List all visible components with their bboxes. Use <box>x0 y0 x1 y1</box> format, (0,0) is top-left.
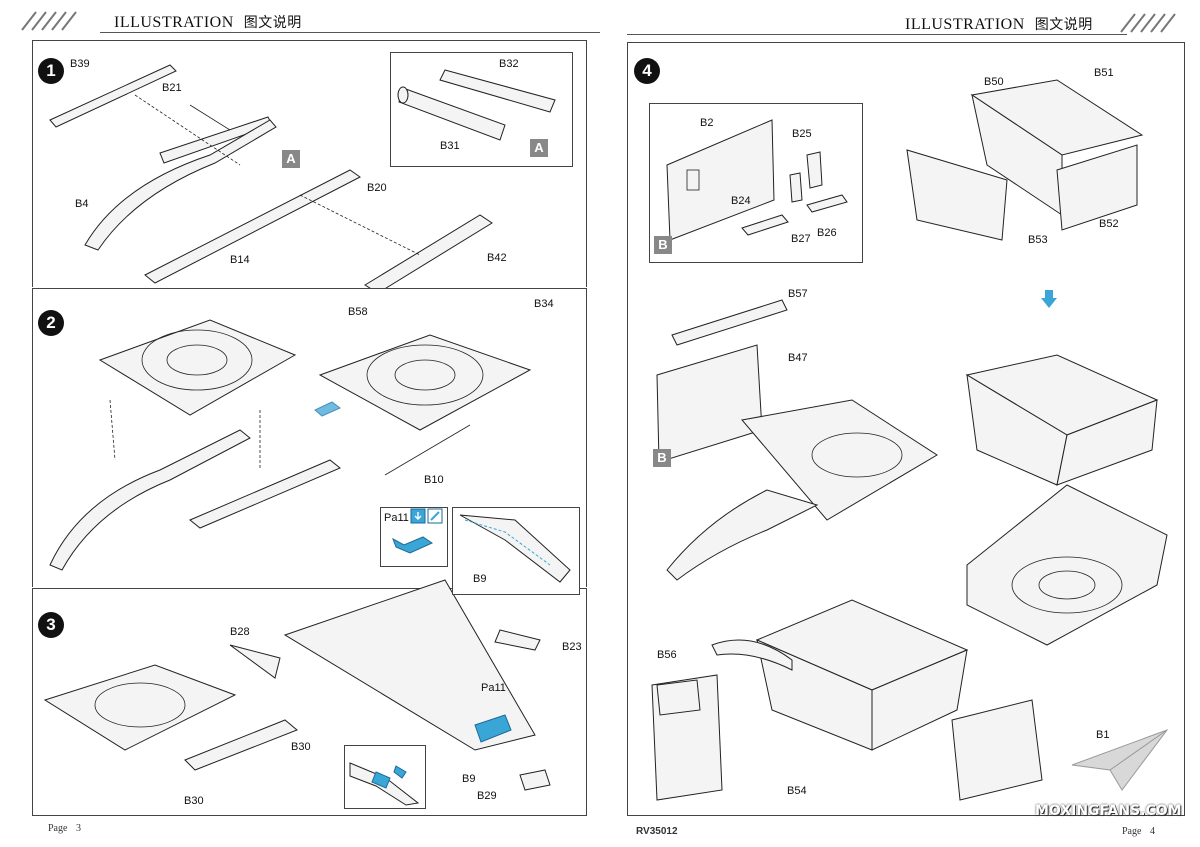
header-title: ILLUSTRATION <box>905 16 1025 33</box>
footer-right: Page 4 <box>1122 826 1155 837</box>
step-2-number: 2 <box>38 310 64 336</box>
footer-left: Page 3 <box>48 823 81 834</box>
inset-a-drawing <box>397 69 556 141</box>
label-pa11: Pa11 <box>481 682 506 694</box>
inset-b-tag: B <box>654 236 672 254</box>
label-b53: B53 <box>1028 234 1048 246</box>
label-b52: B52 <box>1099 218 1119 230</box>
label-b54: B54 <box>787 785 807 797</box>
step-1-drawing <box>49 64 493 294</box>
footer-page-number: 3 <box>75 823 81 834</box>
label-b21: B21 <box>162 82 182 94</box>
detail-b9-drawing <box>459 514 571 583</box>
label-b51: B51 <box>1094 67 1114 79</box>
label-b2: B2 <box>700 117 714 129</box>
label-b34: B34 <box>534 298 554 310</box>
detail-b9-label: B9 <box>473 573 487 585</box>
label-b29: B29 <box>477 790 497 802</box>
label-b32: B32 <box>499 58 519 70</box>
paint-icons <box>410 508 443 524</box>
bin-exploded-drawing <box>906 79 1144 241</box>
page-header-left: ILLUSTRATION 图文说明 <box>114 12 302 32</box>
footer-page-label: Page <box>48 823 68 834</box>
chassis-right-drawing <box>965 354 1168 646</box>
arrow-down-icon <box>1041 290 1057 308</box>
label-b42: B42 <box>487 252 507 264</box>
label-b27: B27 <box>791 233 811 245</box>
step-3-number: 3 <box>38 612 64 638</box>
inset-b-drawing <box>666 119 848 241</box>
label-b4: B4 <box>75 198 89 210</box>
label-b56: B56 <box>657 649 677 661</box>
header-rule-right <box>627 34 1127 35</box>
watermark-text: MOXINGFANS.COM <box>1035 803 1182 819</box>
footer-product-code: RV35012 <box>636 826 678 837</box>
label-b31: B31 <box>440 140 460 152</box>
paint-label: Pa11 <box>384 512 409 524</box>
label-b30-right: B30 <box>291 741 311 753</box>
header-stripes-right <box>1120 13 1176 33</box>
label-b28: B28 <box>230 626 250 638</box>
step-4-number: 4 <box>634 58 660 84</box>
left-page: ILLUSTRATION 图文说明 1 B39 B21 B4 B14 B20 B4… <box>21 11 600 834</box>
footer-page-label: Page <box>1122 826 1142 837</box>
chassis-bottom-drawing <box>651 599 1043 801</box>
label-b58: B58 <box>348 306 368 318</box>
label-b20: B20 <box>367 182 387 194</box>
step-3-drawing <box>43 579 551 791</box>
header-rule-left <box>100 32 600 33</box>
label-b39: B39 <box>70 58 90 70</box>
label-b25: B25 <box>792 128 812 140</box>
label-b10: B10 <box>424 474 444 486</box>
label-b57: B57 <box>788 288 808 300</box>
label-b23: B23 <box>562 641 582 653</box>
footer-page-number: 4 <box>1149 826 1155 837</box>
paint-part-blue <box>392 536 434 554</box>
label-b9: B9 <box>462 773 476 785</box>
step-1-number: 1 <box>38 58 64 84</box>
step-2-drawing <box>49 319 532 571</box>
detail-pa11-band-drawing <box>349 762 420 806</box>
label-b1: B1 <box>1096 729 1110 741</box>
label-b26: B26 <box>817 227 837 239</box>
label-b30-left: B30 <box>184 795 204 807</box>
watermark-logo-icon <box>1071 728 1169 791</box>
chassis-left-drawing <box>656 299 938 581</box>
header-title: ILLUSTRATION <box>114 14 234 31</box>
callout-b-tag: B <box>653 449 671 467</box>
label-b14: B14 <box>230 254 250 266</box>
label-b24: B24 <box>731 195 751 207</box>
header-stripes-left <box>21 11 77 31</box>
header-title-cn: 图文说明 <box>243 15 302 31</box>
page-header-right: ILLUSTRATION 图文说明 <box>905 14 1093 34</box>
label-b50: B50 <box>984 76 1004 88</box>
callout-a-tag: A <box>282 150 300 168</box>
header-title-cn: 图文说明 <box>1034 17 1093 33</box>
label-b47: B47 <box>788 352 808 364</box>
inset-a-tag: A <box>530 139 548 157</box>
